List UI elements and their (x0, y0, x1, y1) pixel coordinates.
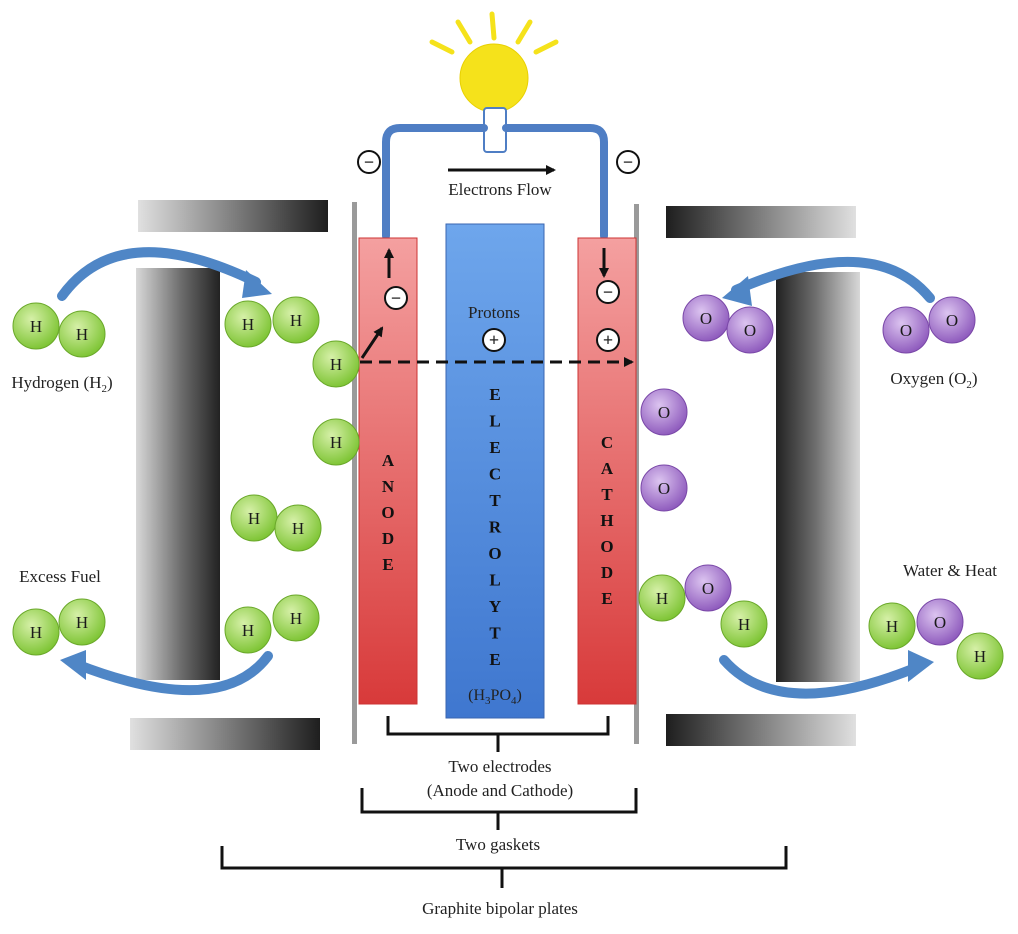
electrons-flow-label: Electrons Flow (448, 180, 552, 199)
hydrogen-label: Hydrogen (H2) (11, 373, 112, 395)
hydrogen-atom: H (868, 602, 916, 650)
electron-minus-icon: − (616, 150, 640, 174)
brace-electrodes (386, 716, 610, 752)
graphite-plate-right (776, 272, 860, 682)
oxygen-atom: O (726, 306, 774, 354)
svg-text:H: H (30, 623, 42, 642)
electron-minus-icon: − (596, 280, 620, 304)
cathode-electrode (577, 237, 637, 705)
curved-arrow-icon (57, 247, 935, 699)
graphite-plates-label: Graphite bipolar plates (422, 899, 578, 918)
brace-gaskets (360, 788, 638, 830)
anode-cathode-label: (Anode and Cathode) (427, 781, 573, 800)
minus-sign: − (603, 282, 613, 302)
graphite-bar-bottom-right (666, 714, 856, 746)
plus-sign: + (489, 330, 499, 350)
svg-text:H: H (30, 317, 42, 336)
hydrogen-atom: H (274, 504, 322, 552)
hydrogen-atom: H (638, 574, 686, 622)
gasket-left (352, 202, 357, 744)
electron-diag-arrow (360, 326, 384, 359)
svg-text:O: O (946, 311, 958, 330)
svg-text:H: H (886, 617, 898, 636)
oxygen-atom: O (928, 296, 976, 344)
protons-label: Protons (468, 303, 520, 322)
svg-text:H: H (76, 613, 88, 632)
hydrogen-atom: H (12, 302, 60, 350)
oxygen-label: Oxygen (O2) (890, 369, 977, 391)
svg-text:H: H (290, 609, 302, 628)
svg-text:O: O (658, 403, 670, 422)
oxygen-atom: O (916, 598, 964, 646)
electron-minus-icon: − (384, 286, 408, 310)
svg-text:H: H (330, 433, 342, 452)
oxygen-atom: O (682, 294, 730, 342)
hydrogen-atom: H (58, 310, 106, 358)
hydrogen-atom: H (272, 594, 320, 642)
svg-text:O: O (744, 321, 756, 340)
hydrogen-atom: H (224, 606, 272, 654)
oxygen-atom: O (882, 306, 930, 354)
svg-text:H: H (292, 519, 304, 538)
svg-text:H: H (974, 647, 986, 666)
oxygen-atom: O (640, 464, 688, 512)
graphite-bar-top-left (138, 200, 328, 232)
hydrogen-atom: H (312, 340, 360, 388)
hydrogen-atom: H (230, 494, 278, 542)
plus-sign: + (603, 330, 613, 350)
svg-text:H: H (290, 311, 302, 330)
two-electrodes-label: Two electrodes (448, 757, 551, 776)
minus-sign: − (391, 288, 401, 308)
hydrogen-atom: H (224, 300, 272, 348)
hydrogen-atom: H (272, 296, 320, 344)
hydrogen-atom: H (12, 608, 60, 656)
svg-text:H: H (738, 615, 750, 634)
proton-plus-icon: + (596, 328, 620, 352)
svg-text:O: O (658, 479, 670, 498)
anode-electrode (358, 237, 418, 705)
svg-text:O: O (900, 321, 912, 340)
hydrogen-atom: H (720, 600, 768, 648)
minus-sign: − (364, 152, 374, 172)
graphite-bar-bottom-left (130, 718, 320, 750)
proton-plus-icon: + (482, 328, 506, 352)
water-heat-label: Water & Heat (903, 561, 997, 580)
hydrogen-atom: H (58, 598, 106, 646)
svg-text:H: H (248, 509, 260, 528)
svg-text:O: O (934, 613, 946, 632)
hydrogen-atom: H (956, 632, 1004, 680)
excess-fuel-label: Excess Fuel (19, 567, 101, 586)
molecules-layer: H H H H H H H H H H H H O O O O O O H O H H O H (12, 294, 1004, 680)
curved-arrow-heads (60, 270, 934, 682)
svg-text:H: H (76, 325, 88, 344)
hydrogen-atom: H (312, 418, 360, 466)
minus-sign: − (623, 152, 633, 172)
svg-text:O: O (700, 309, 712, 328)
svg-text:H: H (330, 355, 342, 374)
two-gaskets-label: Two gaskets (456, 835, 540, 854)
svg-text:H: H (656, 589, 668, 608)
external-circuit-wire (382, 124, 608, 240)
oxygen-atom: O (684, 564, 732, 612)
brace-plates (220, 846, 788, 888)
svg-text:H: H (242, 621, 254, 640)
electrolyte-formula: (H3PO4) (468, 687, 522, 707)
oxygen-atom: O (640, 388, 688, 436)
graphite-bar-top-right (666, 206, 856, 238)
svg-text:O: O (702, 579, 714, 598)
svg-text:H: H (242, 315, 254, 334)
electrolyte (445, 223, 545, 719)
graphite-plate-left (136, 268, 220, 680)
electron-minus-icon: − (357, 150, 381, 174)
